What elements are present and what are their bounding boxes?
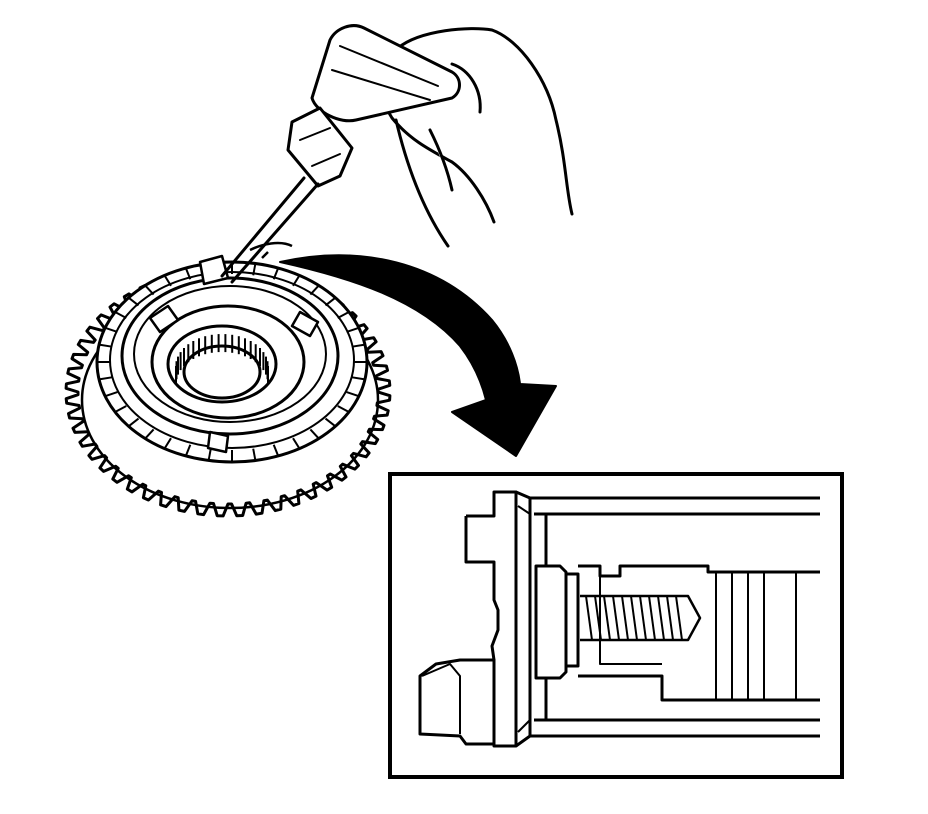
ring-notch (163, 437, 172, 450)
ring-notch (144, 284, 155, 296)
ring-notch (104, 391, 118, 398)
ring-notch (351, 376, 366, 381)
ring-notch (346, 326, 360, 333)
spring-coil (639, 595, 647, 641)
blocker-ring-notches (97, 262, 367, 462)
gear-cross-section (418, 490, 518, 748)
sleeve-groove (133, 285, 327, 423)
ring-notch (252, 448, 257, 461)
spring-coil (675, 595, 683, 641)
ring-notch (207, 448, 212, 461)
spring-coil (630, 595, 638, 641)
spring-coil (594, 595, 602, 641)
spring-coil (666, 595, 674, 641)
spring-housing (578, 564, 820, 578)
ring-notch (163, 274, 172, 287)
ring-notch (127, 417, 140, 428)
pry-point (249, 241, 293, 259)
ring-notch (346, 391, 360, 398)
ring-notch (98, 376, 113, 381)
spring-coil (603, 595, 611, 641)
ring-notch (252, 263, 257, 276)
spring-coils (585, 595, 683, 641)
ring-notch (114, 311, 127, 319)
screwdriver-icon (220, 24, 461, 284)
ring-notch (351, 343, 366, 348)
cross-section-detail-icon (388, 472, 844, 779)
ring-notch (98, 343, 113, 348)
curved-arrow-icon (279, 254, 557, 457)
needle-bearing-rollers (175, 334, 269, 384)
ring-notch (184, 444, 192, 457)
ring-notch (184, 267, 192, 280)
ring-notch (144, 428, 155, 440)
ring-notch (337, 405, 350, 413)
detent-key (534, 564, 568, 680)
ring-notch (104, 326, 118, 333)
spring-coil (648, 595, 656, 641)
ring-notch (292, 437, 301, 450)
detent-spring (580, 594, 702, 642)
ring-notch (337, 311, 350, 319)
spring-coil (612, 595, 620, 641)
synchronizer-gear-icon (64, 254, 392, 518)
bearing-outer-race (166, 324, 278, 404)
ring-notch (324, 296, 337, 307)
ring-notch (272, 444, 280, 457)
ring-notch (292, 274, 301, 287)
ring-notch (309, 284, 320, 296)
bearing-inner-bore (182, 344, 262, 400)
ring-notch (114, 405, 127, 413)
ring-notch (324, 417, 337, 428)
ring-notch (309, 428, 320, 440)
ring-notch (127, 296, 140, 307)
spring-coil (621, 595, 629, 641)
spring-coil (657, 595, 665, 641)
spring-coil (585, 595, 593, 641)
ring-notch (272, 267, 280, 280)
